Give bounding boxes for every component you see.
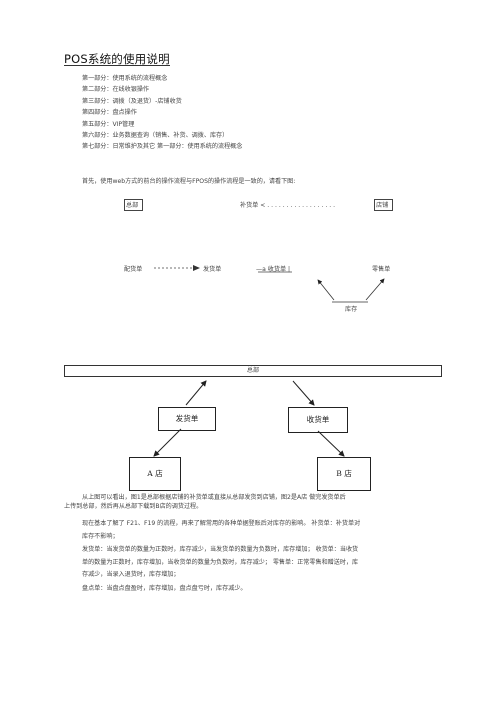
toc-item: 第三部分：调拨（及退货）-店铺收货: [82, 97, 182, 105]
table-of-contents: 第一部分：使用系统的流程概念 第二部分：在线收银操作 第三部分：调拨（及退货）-…: [82, 73, 242, 153]
toc-item: 第四部分：盘点操作: [82, 109, 137, 117]
paragraph-3: 发货单：当发货单的数量为正数时，库存减少，当发货单的数量为负数时，库存增加； 收…: [82, 546, 359, 579]
d1-hq-box: [124, 199, 143, 211]
d1-ship-label: 发货单: [203, 266, 222, 273]
d1-hq-label: 总部: [126, 202, 139, 209]
toc-item: 第六部分：业务数据查询（销售、补货、调拨、库存）: [82, 132, 229, 140]
d1-alloc-label: 配货单: [124, 266, 143, 273]
toc-item: 第二部分：在线收银操作: [82, 86, 150, 94]
d1-store-label: 店铺: [376, 202, 389, 209]
d2-arrow-receive-to-b: [317, 430, 345, 457]
d2-store-b-box: B 店: [317, 457, 371, 491]
paragraph-2: 现在基本了解了 F21、F19 的流程，再来了解常用的各种单据登账后对库存的影响…: [82, 520, 361, 540]
d2-arrow-a-to-ship: [153, 428, 182, 457]
d1-arrow-left: [317, 279, 335, 301]
d2-arrow-hq-to-receive: [292, 380, 315, 406]
d1-arrow-right: [365, 278, 385, 301]
d2-ship-box: 发货单: [158, 407, 216, 431]
d1-replenish-label: 补货单 < . . . . . . . . . . . . . . . . . …: [240, 202, 336, 209]
d2-receive-box: 收货单: [288, 407, 348, 433]
d2-hq-bar: 总部: [64, 365, 442, 377]
paragraph-1: 从上图可以看出，图1是总部根据店铺的补货单或直接从总部发货到店铺，图2是A店 做…: [64, 494, 346, 511]
document-title-text: POS系统的使用说明: [64, 52, 170, 66]
d2-store-a-box: A 店: [129, 457, 181, 491]
d1-arrow-head-icon: [193, 265, 200, 271]
d2-arrow-ship-to-hq: [185, 380, 207, 406]
title-underline: [64, 65, 170, 66]
toc-item: 第五部分：VIP管理: [82, 120, 135, 128]
d1-store-box: [374, 199, 393, 211]
d1-retail-label: 零售单: [372, 266, 391, 273]
d1-receive-label: —a 收货单 |: [256, 266, 291, 273]
toc-item: 第一部分：使用系统的流程概念: [82, 75, 168, 82]
document-title: POS系统的使用说明: [64, 51, 170, 67]
d1-inventory-label: 库存: [345, 306, 358, 313]
intro-paragraph: 首先，使用web方式的前台的操作流程与FPOS的操作流程是一致的，请看下图:: [82, 178, 296, 185]
toc-item: 第七部分：日常维护及其它 第一部分：使用系统的流程概念: [82, 143, 243, 151]
paragraph-4: 盘点单：当盘点盘盈时，库存增加，盘点盘亏时，库存减少。: [82, 585, 247, 592]
